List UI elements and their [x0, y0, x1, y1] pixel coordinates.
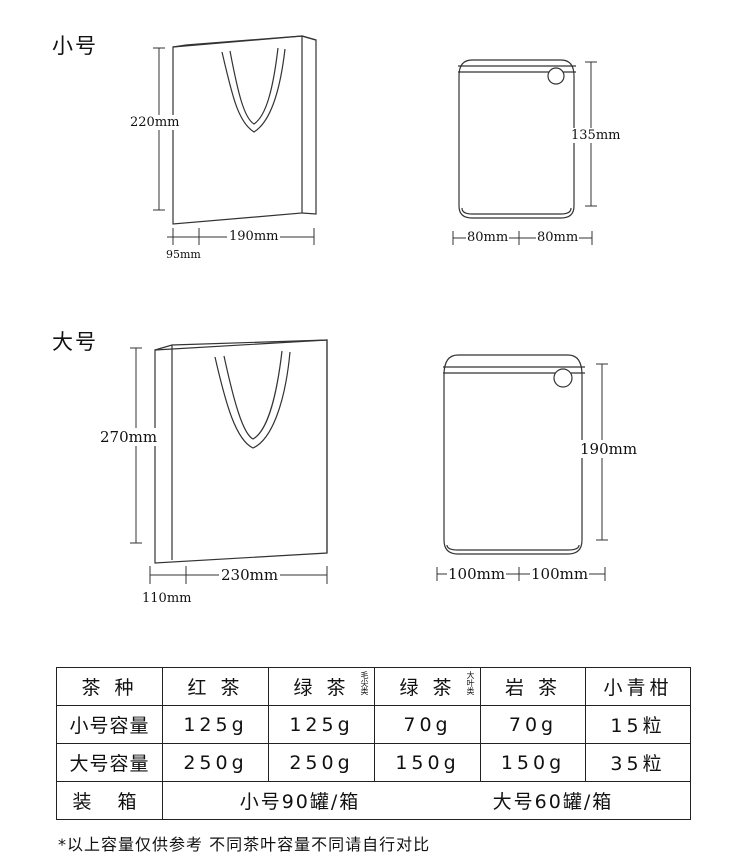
header-note-maojian: 毛尖类 — [360, 671, 369, 695]
table-cell: 35粒 — [585, 743, 691, 782]
small-can-width-a-label: 80mm — [466, 230, 510, 245]
small-bag-drawing — [172, 35, 317, 225]
capacity-note: *以上容量仅供参考 不同茶叶容量不同请自行对比 — [58, 835, 431, 854]
small-bag-dimension-lines — [153, 47, 315, 245]
table-header-row: 茶 种 红 茶 绿 茶 毛尖类 绿 茶 大叶类 岩 茶 小青柑 — [56, 667, 691, 706]
table-packing-row: 装 箱 小号90罐/箱 大号60罐/箱 — [56, 781, 691, 820]
product-line-drawings — [130, 35, 608, 584]
packing-small: 小号90罐/箱 — [239, 791, 361, 813]
header-rock-tea: 岩 茶 — [480, 667, 586, 706]
table-cell: 150g — [480, 743, 586, 782]
header-note-large-leaf: 大叶类 — [466, 671, 475, 695]
table-cell: 70g — [374, 705, 481, 744]
header-cell-label: 绿 茶 — [293, 677, 350, 699]
packing-cell: 小号90罐/箱 大号60罐/箱 — [162, 781, 691, 820]
table-cell: 250g — [268, 743, 375, 782]
table-cell: 125g — [268, 705, 375, 744]
small-bag-depth-label: 95mm — [166, 248, 201, 261]
large-bag-height-label: 270mm — [100, 428, 158, 446]
table-cell: 250g — [162, 743, 269, 782]
large-bag-drawing — [154, 339, 328, 564]
row-label-packing: 装 箱 — [56, 781, 163, 820]
small-can-height-label: 135mm — [571, 128, 621, 143]
header-green-tea-large-leaf: 绿 茶 大叶类 — [374, 667, 481, 706]
large-can-drawing — [443, 354, 585, 555]
table-row: 小号容量 125g 125g 70g 70g 15粒 — [56, 705, 691, 744]
table-cell: 150g — [374, 743, 481, 782]
header-green-tea-maojian: 绿 茶 毛尖类 — [268, 667, 375, 706]
packing-large: 大号60罐/箱 — [492, 791, 614, 813]
large-can-height-label: 190mm — [580, 440, 638, 458]
large-bag-width-label: 230mm — [219, 566, 281, 584]
small-can-width-b-label: 80mm — [536, 230, 580, 245]
table-cell: 15粒 — [585, 705, 691, 744]
header-cell-label: 绿 茶 — [399, 677, 456, 699]
large-size-title: 大号 — [52, 330, 98, 354]
row-label-small: 小号容量 — [56, 705, 163, 744]
small-can-drawing — [458, 59, 576, 219]
row-label-large: 大号容量 — [56, 743, 163, 782]
table-cell: 125g — [162, 705, 269, 744]
table-cell: 70g — [480, 705, 586, 744]
small-size-title: 小号 — [52, 34, 98, 58]
small-bag-height-label: 220mm — [130, 115, 180, 130]
table-row: 大号容量 250g 250g 150g 150g 35粒 — [56, 743, 691, 782]
large-bag-dimension-lines — [130, 347, 328, 584]
header-black-tea: 红 茶 — [162, 667, 269, 706]
header-xiaoqinggan: 小青柑 — [585, 667, 691, 706]
large-can-width-a-label: 100mm — [447, 565, 507, 583]
capacity-table: 茶 种 红 茶 绿 茶 毛尖类 绿 茶 大叶类 岩 茶 小青柑 小号容量 125g … — [56, 667, 691, 820]
large-can-width-b-label: 100mm — [530, 565, 590, 583]
header-tea-type: 茶 种 — [56, 667, 163, 706]
large-bag-depth-label: 110mm — [142, 591, 192, 606]
small-bag-width-label: 190mm — [227, 229, 281, 244]
